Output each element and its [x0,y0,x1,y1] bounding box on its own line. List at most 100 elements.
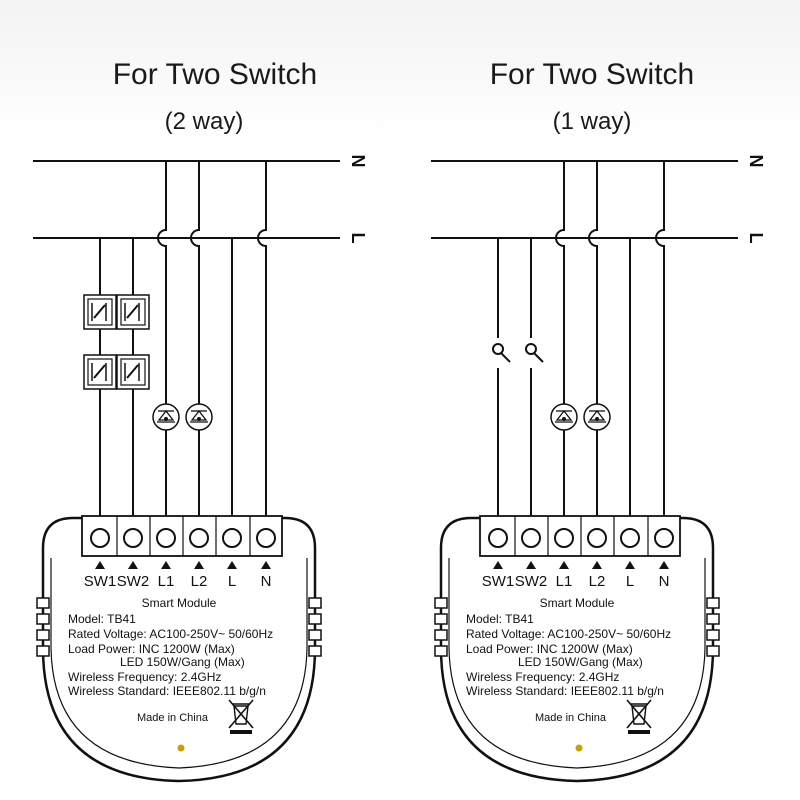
terminal-arrow-icon [95,561,105,569]
module-spec-line: Wireless Standard: IEEE802.11 b/g/n [466,684,664,698]
switch-inner-frame [120,298,146,326]
mounting-tab [434,645,448,657]
switch-lever [126,364,139,379]
module-spec-line: Model: TB41 [466,612,534,626]
terminal-screw-icon [587,528,607,548]
module-spec-line: Wireless Frequency: 2.4GHz [68,670,221,684]
terminal-label: L [228,573,236,590]
terminal-screw-icon [156,528,176,548]
switch-lever [93,304,106,319]
terminal-label: L1 [556,573,573,590]
terminal-screw-icon [222,528,242,548]
module-spec-line: Rated Voltage: AC100-250V~ 50/60Hz [68,627,273,641]
terminal-label: L [626,573,634,590]
mounting-tab [706,613,720,625]
terminal-screw-icon [123,528,143,548]
mounting-tab [36,597,50,609]
panel-subtitle: (1 way) [552,108,632,135]
bin-bar [628,730,650,734]
terminal-screw-icon [488,528,508,548]
terminal-arrow-icon [659,561,669,569]
load-wire [555,161,565,526]
terminal-arrow-icon [493,561,503,569]
switch-lever [126,304,139,319]
origin-label: Made in China [535,712,607,724]
switch-inner-frame [120,358,146,386]
cross-line [228,699,254,729]
mounting-tab [308,613,322,625]
terminal-arrow-icon [592,561,602,569]
terminal-label: N [261,573,272,590]
load-wire [190,161,200,526]
module-spec-line: LED 150W/Gang (Max) [120,655,245,669]
terminal-arrow-icon [161,561,171,569]
terminal-screw-icon [521,528,541,548]
neutral-wire [655,161,665,526]
module-spec-line: Wireless Standard: IEEE802.11 b/g/n [68,684,266,698]
terminal-screw-icon [256,528,276,548]
terminal-screw-icon [654,528,674,548]
mounting-tab [434,597,448,609]
background-band [0,0,800,140]
mounting-tab [706,629,720,641]
one-way-switch-icon [492,343,504,355]
module-spec-line: Load Power: INC 1200W (Max) [466,642,633,656]
one-way-switch-icon [525,343,537,355]
terminal-arrow-icon [625,561,635,569]
lamp-dot [197,417,201,421]
cross-line [626,699,652,729]
status-led-icon [575,744,583,752]
bus-label-n: N [348,155,368,168]
panel-subtitle: (2 way) [164,108,244,135]
terminal-arrow-icon [261,561,271,569]
terminal-screw-icon [90,528,110,548]
mounting-tab [36,629,50,641]
switch-inner-frame [87,358,113,386]
terminal-arrow-icon [559,561,569,569]
terminal-screw-icon [189,528,209,548]
terminal-label: N [659,573,670,590]
load-wire [588,161,598,526]
mounting-tab [434,629,448,641]
terminal-arrow-icon [227,561,237,569]
module-inner-outline [448,558,706,769]
terminal-block [479,515,681,557]
mounting-tab [36,613,50,625]
terminal-label: L1 [158,573,175,590]
mounting-tab [308,629,322,641]
mounting-tab [308,645,322,657]
module-spec-line: Model: TB41 [68,612,136,626]
bus-label-l: L [348,233,368,244]
terminal-label: SW1 [84,573,117,590]
panel-title: For Two Switch [489,58,695,91]
load-wire [157,161,167,526]
terminal-label: SW1 [482,573,515,590]
terminal-label: SW2 [515,573,548,590]
bus-label-l: L [746,233,766,244]
lamp-dot [562,417,566,421]
terminal-label: SW2 [117,573,150,590]
module-spec-line: Wireless Frequency: 2.4GHz [466,670,619,684]
terminal-label: L2 [191,573,208,590]
bin-body [233,705,249,725]
neutral-wire [257,161,267,526]
mounting-tab [706,597,720,609]
lamp-dot [164,417,168,421]
switch-inner-frame [87,298,113,326]
module-spec-line: Rated Voltage: AC100-250V~ 50/60Hz [466,627,671,641]
module-inner-outline [50,558,308,769]
bin-bar [230,730,252,734]
terminal-block [81,515,283,557]
mounting-tab [706,645,720,657]
mounting-tab [308,597,322,609]
bin-body [631,705,647,725]
module-spec-line: Load Power: INC 1200W (Max) [68,642,235,656]
terminal-arrow-icon [526,561,536,569]
switch-lever [500,352,511,363]
module-name: Smart Module [540,596,615,610]
weee-bin-icon [228,699,254,734]
module-name: Smart Module [142,596,217,610]
panel-title: For Two Switch [112,58,318,91]
